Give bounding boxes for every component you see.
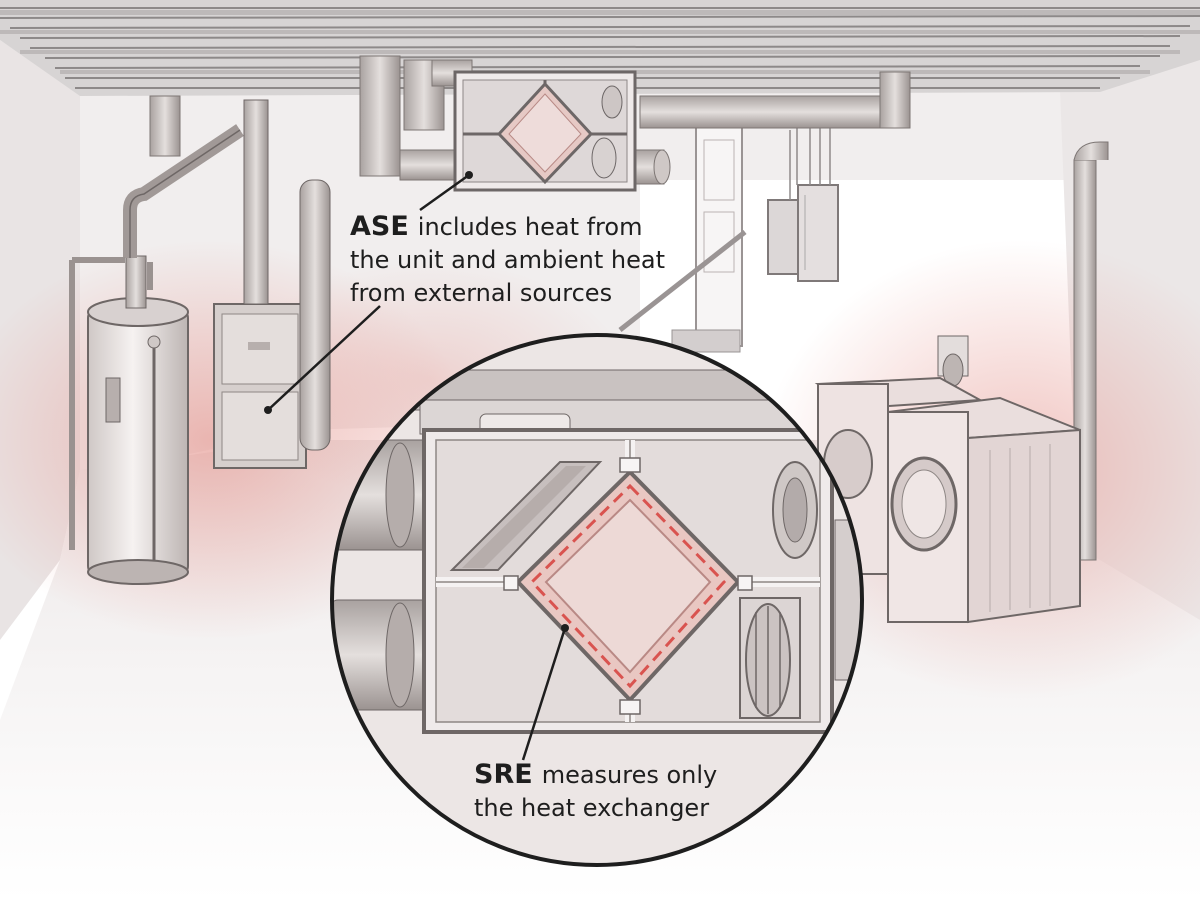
sre-text-line-1: measures only (541, 761, 718, 789)
hrv-unit-small (453, 70, 637, 192)
electrical-panels (767, 126, 839, 282)
sre-callout: SRE measures only the heat exchanger (474, 758, 774, 825)
sre-abbreviation: SRE (474, 759, 533, 790)
magnified-hrv (330, 333, 864, 867)
overhead-ducts (149, 55, 911, 185)
ase-callout: ASE includes heat from the unit and ambie… (350, 210, 680, 310)
furnace (213, 99, 331, 469)
doorway (618, 125, 747, 353)
leader-lines (267, 173, 567, 761)
dryer-vent (937, 335, 969, 387)
water-heater (69, 124, 244, 585)
ase-text-line-1: includes heat from (417, 213, 643, 241)
ase-abbreviation: ASE (350, 211, 409, 242)
ase-text-line-2: the unit and ambient heat (350, 246, 666, 274)
ase-text-line-3: from external sources (350, 279, 613, 307)
sre-text-line-2: the heat exchanger (474, 794, 710, 822)
back-wall (0, 0, 1200, 620)
